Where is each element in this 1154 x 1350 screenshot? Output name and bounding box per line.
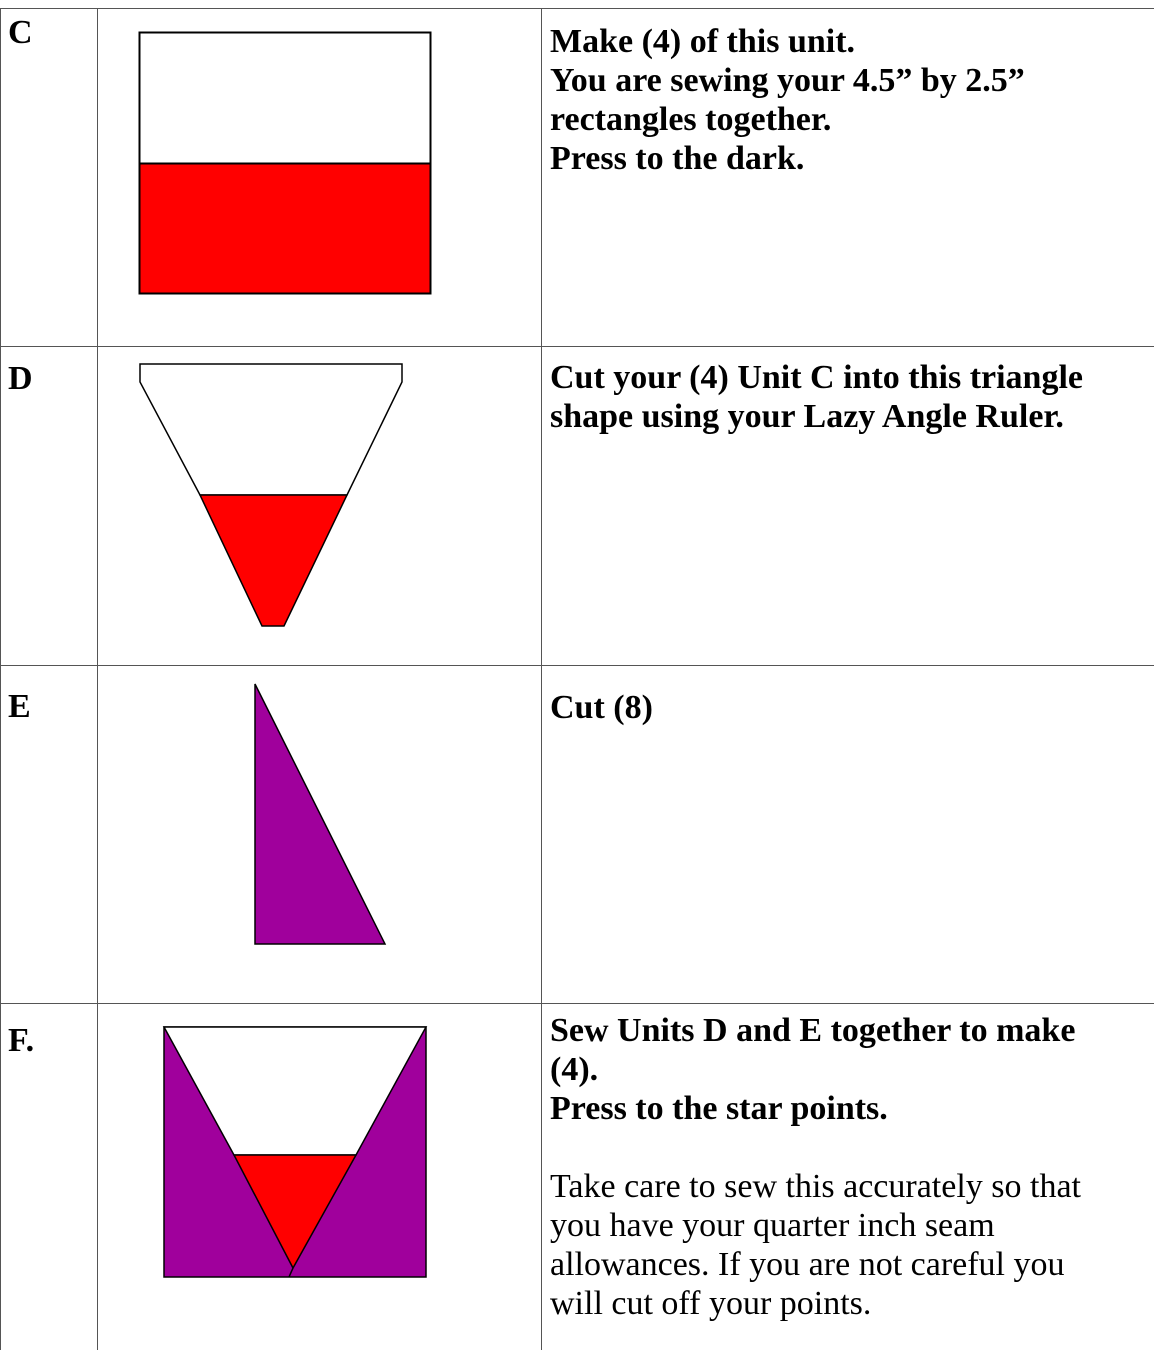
row-f-note-3: allowances. If you are not careful you <box>550 1246 1065 1283</box>
row-divider-3 <box>0 1003 1154 1004</box>
row-f-line-2: (4). <box>550 1051 599 1088</box>
row-c-line-2: You are sewing your 4.5” by 2.5” <box>550 62 1025 99</box>
row-divider-2 <box>0 665 1154 666</box>
table-border-top <box>0 8 1154 9</box>
row-f-instructions: Sew Units D and E together to make (4). … <box>550 1011 1150 1323</box>
row-f-spacer <box>550 1128 1150 1167</box>
row-label-c: C <box>8 14 33 51</box>
row-f-note-1: Take care to sew this accurately so that <box>550 1168 1082 1205</box>
table-divider-1 <box>97 8 98 1350</box>
row-f-line-3: Press to the star points. <box>550 1090 888 1127</box>
row-f-line-1: Sew Units D and E together to make <box>550 1012 1076 1049</box>
row-c-line-3: rectangles together. <box>550 101 832 138</box>
row-f-note-4: will cut off your points. <box>550 1285 872 1322</box>
table-border-left <box>0 8 1 1350</box>
row-f-note-2: you have your quarter inch seam <box>550 1207 995 1244</box>
row-c-instructions: Make (4) of this unit. You are sewing yo… <box>550 22 1150 178</box>
row-d-instructions: Cut your (4) Unit C into this triangle s… <box>550 358 1150 436</box>
row-d-line-2: shape using your Lazy Angle Ruler. <box>550 398 1064 435</box>
table-divider-2 <box>541 8 542 1350</box>
row-c-line-4: Press to the dark. <box>550 140 805 177</box>
row-label-d: D <box>8 360 33 397</box>
row-e-instructions: Cut (8) <box>550 688 1150 727</box>
row-divider-1 <box>0 346 1154 347</box>
row-label-f: F. <box>8 1022 35 1059</box>
row-e-line-1: Cut (8) <box>550 689 653 726</box>
row-c-line-1: Make (4) of this unit. <box>550 23 856 60</box>
row-label-e: E <box>8 688 31 725</box>
row-d-line-1: Cut your (4) Unit C into this triangle <box>550 359 1083 396</box>
